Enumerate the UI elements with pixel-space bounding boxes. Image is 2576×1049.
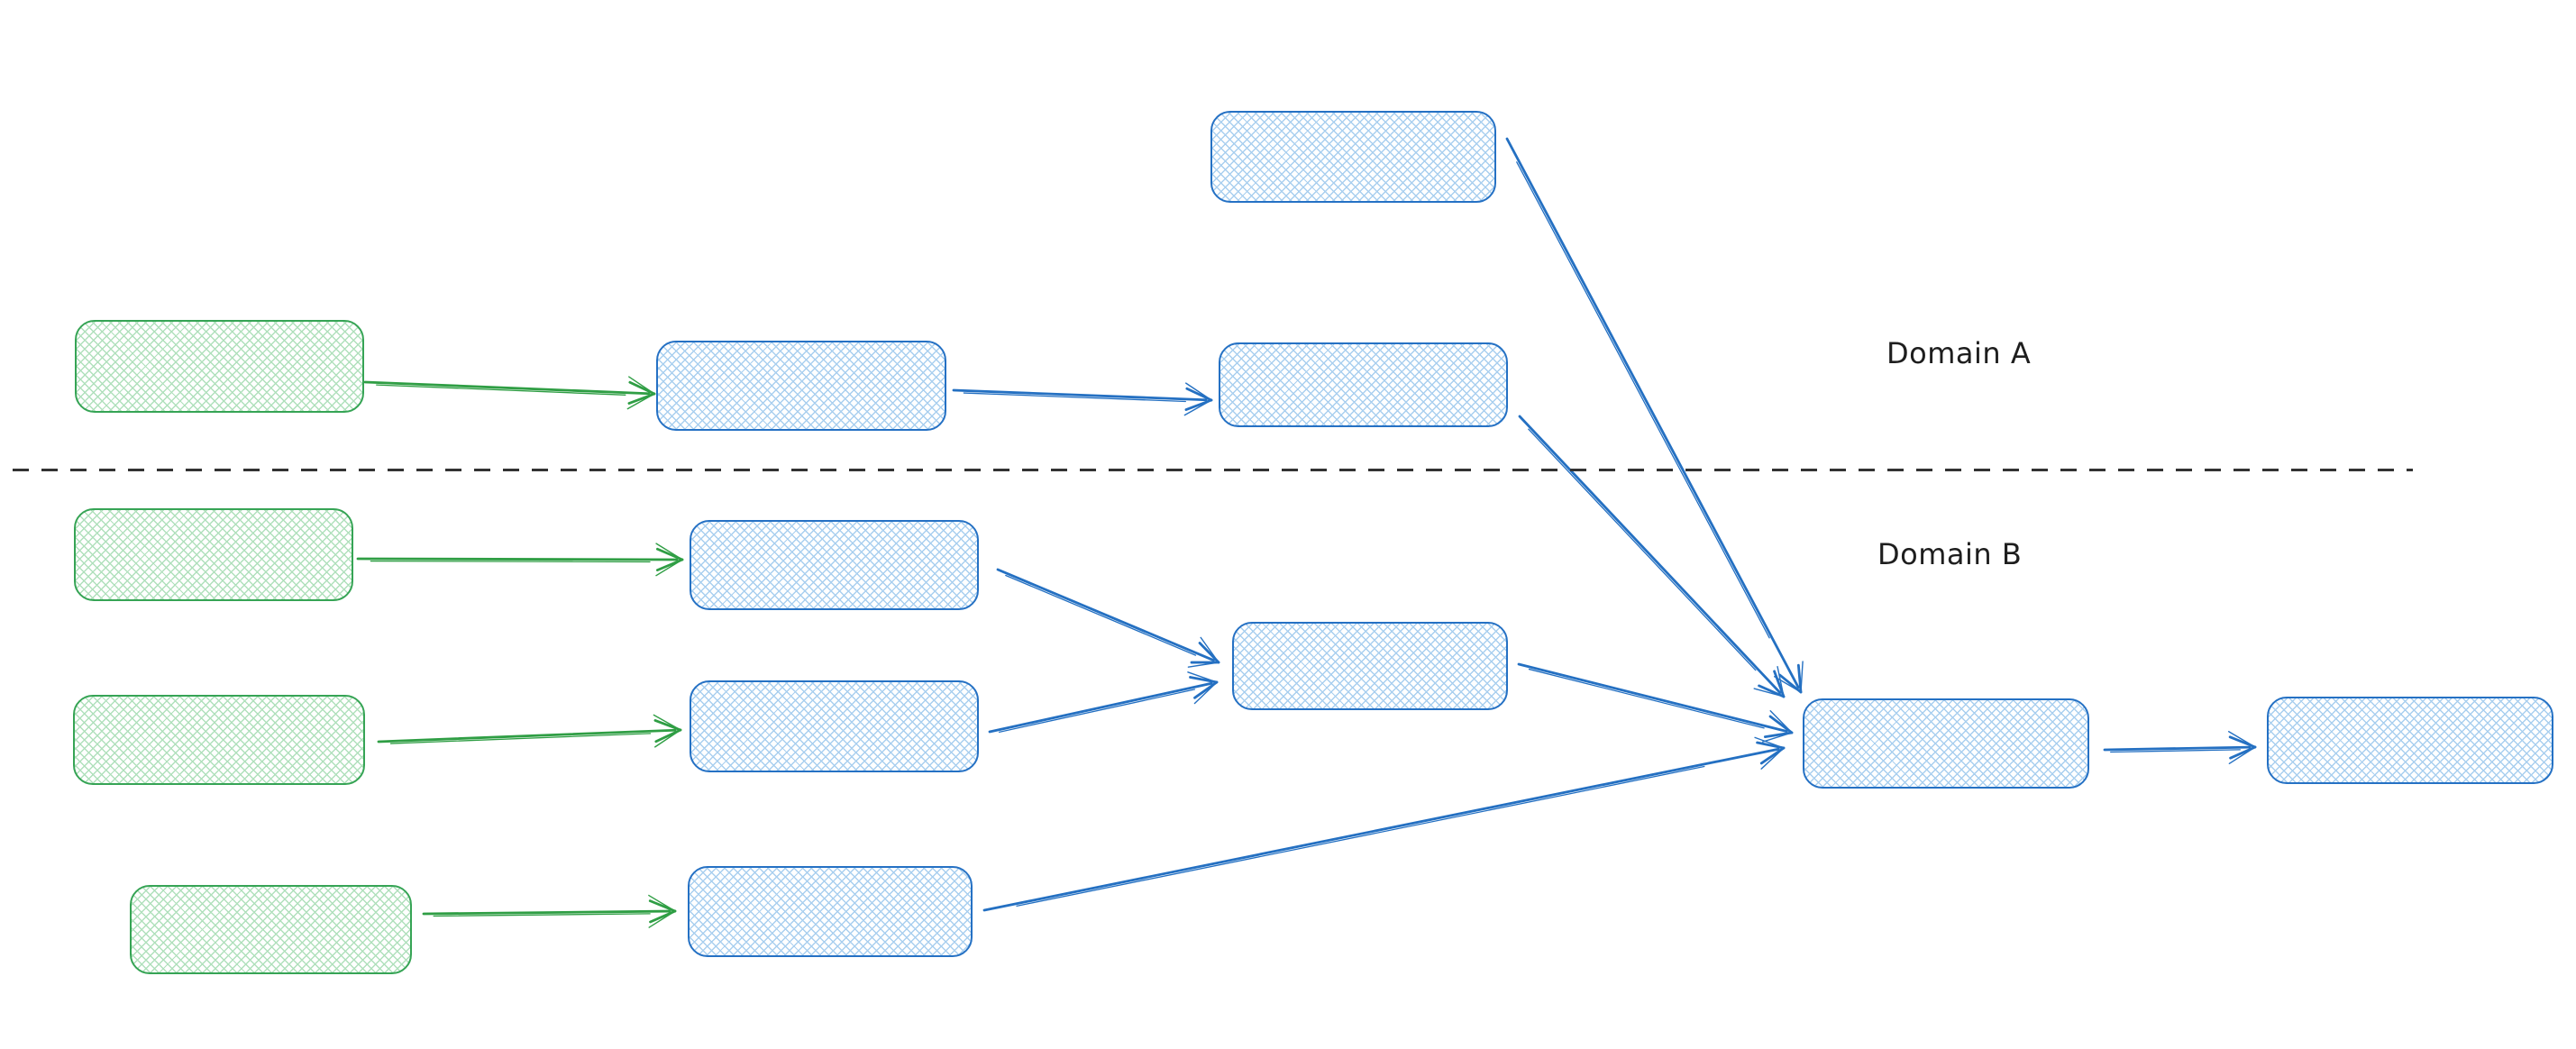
edge-stage-a2-to-aggregator	[1518, 415, 1786, 698]
node-input-top	[1210, 111, 1496, 203]
node-stage-a1	[656, 341, 946, 431]
node-source-b2	[73, 695, 365, 785]
edge-stage-b1-to-merge-b	[996, 568, 1220, 668]
edge-source-a-to-stage-a1	[363, 376, 656, 410]
node-stage-b3	[688, 866, 973, 957]
node-source-b3	[130, 885, 412, 974]
edge-stage-a1-to-stage-a2	[952, 382, 1213, 416]
edge-source-b1-to-stage-b1	[356, 543, 684, 577]
node-stage-b1	[690, 520, 979, 610]
domain-divider-line	[13, 469, 2413, 471]
node-source-a	[75, 320, 364, 413]
edge-source-b3-to-stage-b3	[422, 894, 677, 928]
node-stage-a2	[1219, 342, 1508, 427]
edge-aggregator-to-output	[2103, 731, 2257, 764]
node-merge-b	[1232, 622, 1508, 710]
edge-stage-b2-to-merge-b	[988, 671, 1219, 734]
edge-input-top-to-aggregator	[1505, 137, 1804, 694]
edge-source-b2-to-stage-b2	[377, 714, 682, 748]
node-stage-b2	[690, 680, 979, 772]
node-aggregator	[1803, 698, 2089, 789]
domain-a-label: Domain A	[1886, 336, 2032, 370]
node-source-b1	[74, 508, 353, 601]
edge-stage-b3-to-aggregator	[982, 736, 1786, 912]
domain-b-label: Domain B	[1877, 537, 2023, 571]
edge-merge-b-to-aggregator	[1517, 662, 1794, 743]
node-output	[2267, 697, 2553, 784]
